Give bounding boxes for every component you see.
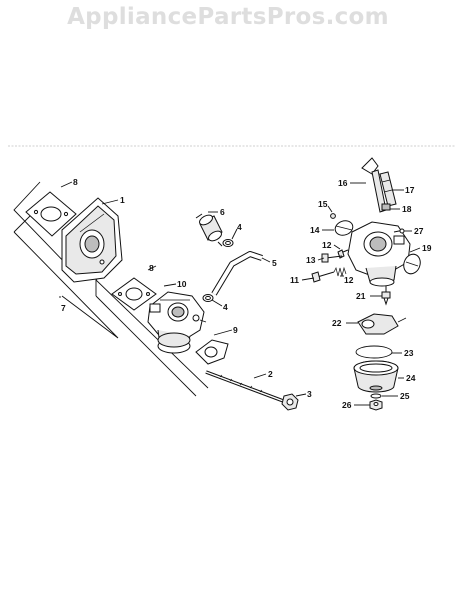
callout-labels: 1 2 3 4 4 5 6 7 8 8 9 10 11 12 12 13 14 …: [61, 177, 432, 410]
callout-14: 14: [310, 225, 320, 235]
callout-12-upper: 12: [322, 240, 332, 250]
callout-4-upper: 4: [237, 222, 242, 232]
callout-12-lower: 12: [344, 275, 354, 285]
fuel-line: [211, 251, 263, 296]
callout-21: 21: [356, 291, 366, 301]
fuel-filter: [195, 213, 223, 247]
carburetor-assembly: [147, 291, 207, 354]
fuel-bowl: [353, 360, 399, 393]
callout-2: 2: [268, 369, 273, 379]
callout-10: 10: [177, 279, 187, 289]
hose-clamp-lower: [202, 294, 214, 302]
inlet-needle: [381, 286, 391, 306]
intake-gasket: [195, 339, 229, 365]
choke-plate: [334, 220, 354, 236]
bowl-nut: [369, 399, 383, 411]
callout-8-lower: 8: [149, 263, 154, 273]
callout-27: 27: [414, 226, 424, 236]
callout-23: 23: [404, 348, 414, 358]
callout-18: 18: [402, 204, 412, 214]
callout-24: 24: [406, 373, 416, 383]
choke-screw: [330, 213, 336, 219]
callout-16: 16: [338, 178, 348, 188]
callout-9: 9: [233, 325, 238, 335]
callout-25: 25: [400, 391, 410, 401]
callout-26: 26: [342, 400, 352, 410]
callout-17: 17: [405, 185, 415, 195]
callout-15: 15: [318, 199, 328, 209]
choke-shaft-kit: [361, 157, 397, 213]
callout-5: 5: [272, 258, 277, 268]
float: [357, 313, 407, 335]
idle-speed-screw: [311, 271, 335, 283]
carburetor-stud: [205, 370, 287, 404]
leader-lines: [60, 181, 421, 406]
throttle-plate: [403, 253, 421, 275]
idle-fuel-spring: [333, 266, 347, 277]
callout-13: 13: [306, 255, 316, 265]
bowl-gasket: [355, 345, 393, 359]
callout-22: 22: [332, 318, 342, 328]
adjustment-screw: [321, 253, 343, 263]
callout-7: 7: [61, 303, 66, 313]
air-cleaner-gasket: [25, 191, 77, 237]
callout-4-lower: 4: [223, 302, 228, 312]
callout-3: 3: [307, 389, 312, 399]
callout-6: 6: [220, 207, 225, 217]
carburetor-body: [347, 221, 411, 287]
stud-nut: [281, 393, 299, 411]
carburetor-gasket: [111, 277, 157, 311]
callout-19: 19: [422, 243, 432, 253]
callout-11: 11: [290, 275, 299, 285]
bowl-washer: [370, 393, 382, 399]
watermark-text: AppliancePartsPros.com: [67, 4, 389, 30]
hose-clamp-upper: [222, 239, 234, 247]
air-cleaner-bracket: [61, 197, 123, 283]
callout-1: 1: [120, 195, 125, 205]
callout-8-upper: 8: [73, 177, 78, 187]
